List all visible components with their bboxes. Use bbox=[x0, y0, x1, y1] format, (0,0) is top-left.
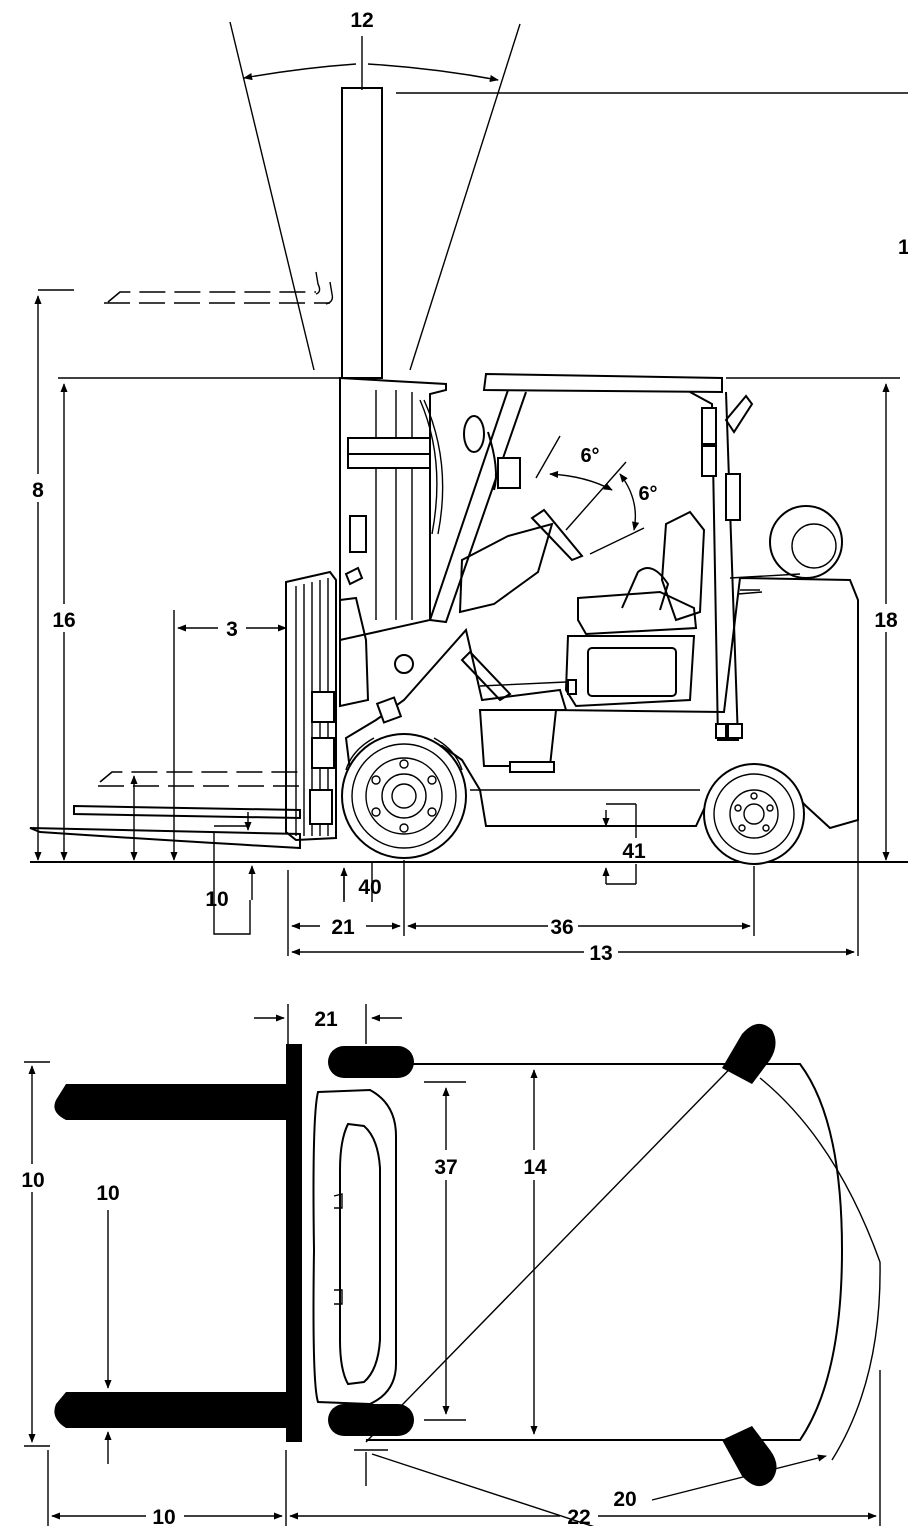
steering: 6° 6° bbox=[458, 435, 658, 702]
load-center-dimension: 3 bbox=[170, 610, 287, 861]
turning-radius-dimension: 20 bbox=[354, 1043, 881, 1526]
top-body-outline bbox=[366, 1063, 844, 1441]
label-turning-radius: 20 bbox=[613, 1488, 636, 1511]
label-overall-width: 14 bbox=[523, 1156, 547, 1179]
front-wheel-top-left bbox=[328, 1046, 414, 1078]
label-front-overhang-side: 21 bbox=[331, 916, 355, 939]
carriage-plate-top bbox=[286, 1044, 302, 1442]
front-wheel-top-right bbox=[328, 1404, 414, 1436]
label-fork-spread: 10 bbox=[21, 1169, 44, 1192]
label-fork-thickness: 10 bbox=[205, 888, 228, 911]
lpg-tank bbox=[729, 505, 843, 579]
label-overall-length: 13 bbox=[589, 942, 612, 965]
tread-dimension: 37 bbox=[424, 1081, 466, 1421]
label-mast-ground-clearance: 40 bbox=[358, 876, 381, 899]
overall-width-dimension: 14 bbox=[516, 1069, 556, 1435]
label-tread: 37 bbox=[434, 1156, 457, 1179]
label-steer-tilt-forward: 6° bbox=[580, 445, 599, 467]
label-wheelbase: 36 bbox=[550, 916, 573, 939]
overhead-guard-height-dimension: 18 bbox=[726, 377, 904, 861]
mast-ground-clearance-dimension: 40 bbox=[340, 862, 382, 902]
label-fork-length: 10 bbox=[152, 1506, 175, 1526]
raised-fork-outline bbox=[104, 271, 334, 305]
carriage-backrest bbox=[285, 570, 337, 842]
rear-wheel bbox=[703, 763, 805, 865]
max-fork-height-dimension: 8 bbox=[26, 289, 74, 861]
label-steer-tilt-back: 6° bbox=[638, 483, 657, 505]
label-extended-height: 1 bbox=[898, 236, 908, 259]
fork-spread-dimension: 10 bbox=[16, 1061, 50, 1447]
label-length-to-fork-face: 22 bbox=[567, 1506, 590, 1526]
label-max-fork-height: 8 bbox=[32, 479, 44, 502]
top-length-dimensions: 10 22 bbox=[47, 1370, 881, 1526]
label-mast-tilt: 12 bbox=[350, 9, 373, 32]
label-fork-width: 10 bbox=[96, 1182, 119, 1205]
fork-top-lower bbox=[54, 1392, 287, 1428]
operator-seat bbox=[564, 510, 706, 708]
fork-thickness-dimension: 10 bbox=[205, 812, 256, 935]
tilt-pivot bbox=[394, 654, 414, 674]
lowered-mast-height-dimension: 16 bbox=[48, 377, 340, 861]
center-ground-clearance-dimension: 41 bbox=[602, 803, 646, 885]
front-wheel bbox=[341, 733, 467, 859]
rear-wheel-top-left bbox=[722, 1023, 776, 1084]
rear-wheel-top-right bbox=[722, 1426, 777, 1487]
forks bbox=[29, 804, 301, 850]
fork-top-upper bbox=[54, 1084, 287, 1120]
length-dimensions: 21 36 13 bbox=[287, 820, 859, 965]
label-center-ground-clearance: 41 bbox=[622, 840, 646, 863]
mast-bracket bbox=[339, 596, 370, 708]
top-front-overhang-dimension: 21 bbox=[254, 1004, 402, 1044]
label-overhead-guard-height: 18 bbox=[874, 609, 898, 632]
label-load-center: 3 bbox=[226, 618, 238, 641]
side-view: 12 1 8 16 bbox=[26, 9, 908, 965]
top-view: 21 10 bbox=[16, 1004, 881, 1526]
free-lift-fork-outline bbox=[98, 771, 300, 861]
label-lowered-mast-height: 16 bbox=[52, 609, 75, 632]
extended-mast bbox=[341, 87, 383, 379]
fork-width-dimension: 10 bbox=[96, 1182, 120, 1464]
label-front-overhang-top: 21 bbox=[314, 1008, 338, 1031]
operator-compartment-top bbox=[312, 1088, 397, 1406]
mast-tilt-dimension: 12 bbox=[229, 9, 521, 371]
